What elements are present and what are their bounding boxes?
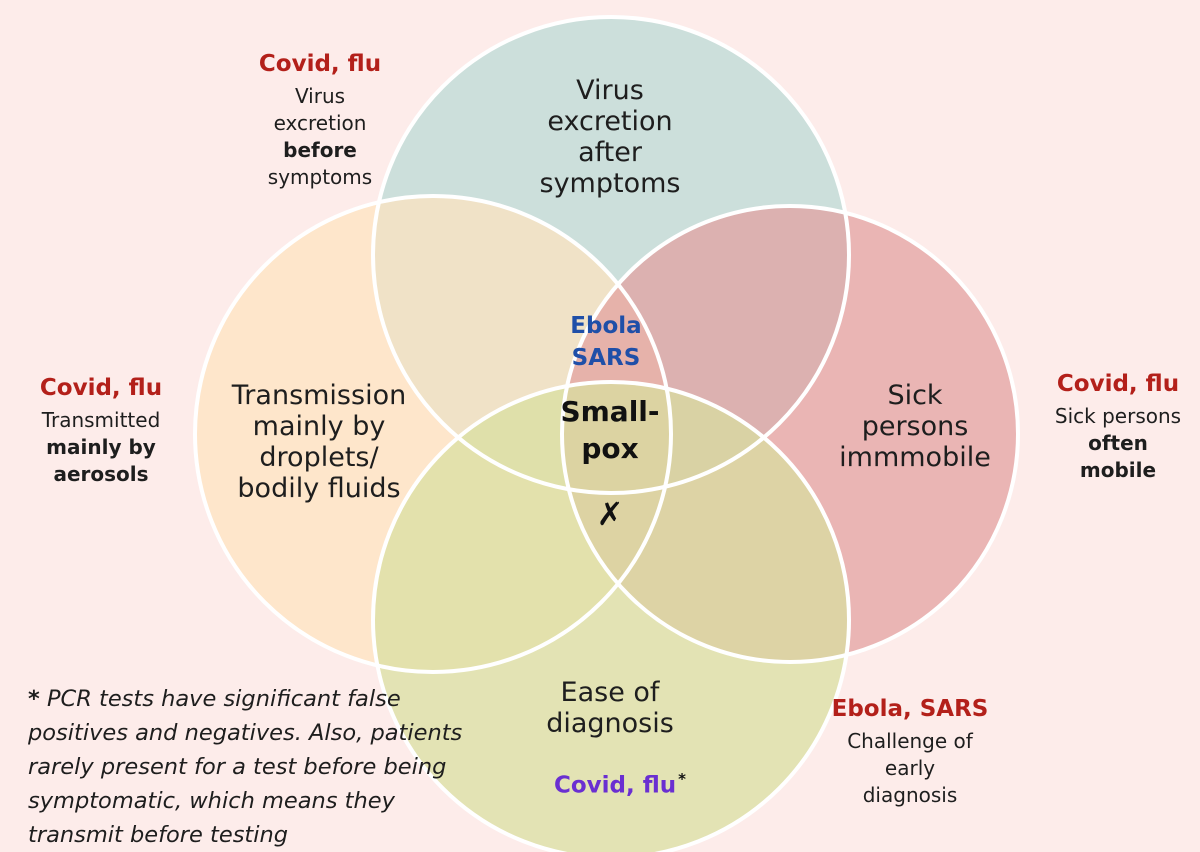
footnote-text: PCR tests have significant false positiv… [28, 686, 463, 848]
note-line: diagnosis [862, 783, 958, 807]
cross-mark: ✗ [596, 495, 624, 533]
right-circle-line: persons [861, 411, 969, 442]
left-circle-line: mainly by [252, 411, 386, 442]
asterisk-marker: * [678, 770, 687, 788]
bottom-circle-line: Ease of [560, 677, 660, 708]
bottom-inner-text: Covid, flu [553, 772, 677, 799]
note-bold: mobile [1079, 458, 1157, 482]
note-heading: Covid, flu [258, 51, 382, 77]
note-line: excretion [273, 111, 367, 135]
label-right-circle: Sick persons immmobile [820, 380, 1010, 473]
note-bold: before [283, 138, 357, 162]
note-line: Challenge of [847, 729, 973, 753]
note-line: Sick persons [1054, 404, 1182, 428]
top-circle-line: Virus [576, 75, 644, 106]
note-right: Covid, flu Sick persons often mobile [1036, 368, 1200, 484]
circle-outline [193, 194, 673, 674]
circle-outlines [193, 15, 1020, 852]
note-bold: aerosols [53, 462, 149, 486]
note-heading: Covid, flu [39, 375, 163, 401]
note-line: early [884, 756, 936, 780]
note-bold: mainly by [46, 435, 156, 459]
note-heading: Covid, flu [1056, 371, 1180, 397]
note-line: Transmitted [41, 408, 161, 432]
left-circle-line: Transmission [231, 380, 407, 411]
footnote: * PCR tests have significant false posit… [28, 682, 488, 852]
smallpox-line: pox [581, 432, 639, 465]
note-heading: Ebola, SARS [831, 696, 989, 722]
footnote-star: * [28, 686, 40, 712]
bottom-circle-line: diagnosis [546, 708, 674, 739]
label-left-circle: Transmission mainly by droplets/ bodily … [208, 380, 430, 504]
left-circle-line: bodily fluids [237, 473, 401, 504]
right-circle-line: Sick [887, 380, 943, 411]
top-circle-line: after [578, 137, 642, 168]
note-bottom-right: Ebola, SARS Challenge of early diagnosis [810, 693, 1010, 809]
center-disease-sars: SARS [571, 345, 641, 371]
center-disease-ebola: Ebola [570, 313, 642, 339]
top-circle-line: excretion [547, 106, 673, 137]
cross-icon: ✗ [580, 496, 640, 532]
label-bottom-circle: Ease of diagnosis [520, 677, 700, 739]
circle-outline [371, 15, 851, 495]
circle-outline [560, 204, 1020, 664]
note-line: Virus [294, 84, 346, 108]
right-circle-line: immmobile [839, 442, 991, 473]
label-top-circle: Virus excretion after symptoms [510, 75, 710, 199]
circle-ease-of-diagnosis [373, 382, 849, 852]
note-top-left: Covid, flu Virus excretion before sympto… [240, 48, 400, 191]
center-smallpox: Small- pox [540, 393, 680, 467]
top-circle-line: symptoms [539, 168, 681, 199]
note-left: Covid, flu Transmitted mainly by aerosol… [18, 372, 184, 488]
note-bold: often [1088, 431, 1148, 455]
center-diseases: Ebola SARS [546, 310, 666, 374]
circle-outline [371, 380, 851, 852]
smallpox-line: Small- [560, 395, 660, 428]
bottom-inner-label: Covid, flu* [540, 770, 700, 799]
note-line: symptoms [267, 165, 373, 189]
left-circle-line: droplets/ [259, 442, 379, 473]
